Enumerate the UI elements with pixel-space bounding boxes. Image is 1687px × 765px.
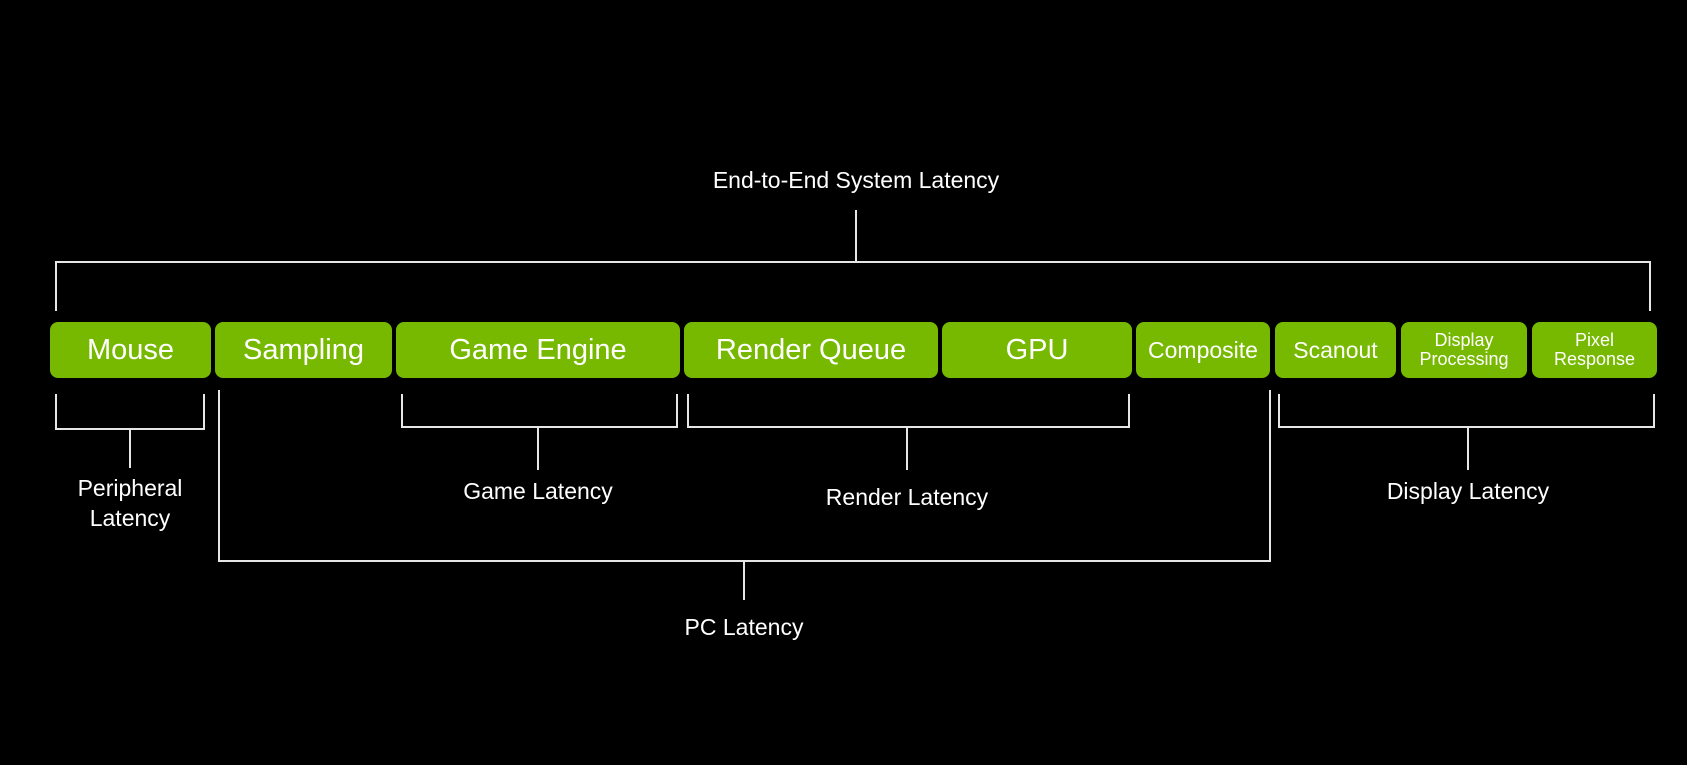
stage-scanout: Scanout	[1275, 322, 1396, 378]
peripheral-bracket-right-tick	[203, 394, 205, 430]
game-bracket-left-tick	[401, 394, 403, 428]
stage-display-processing: Display Processing	[1401, 322, 1527, 378]
end-to-end-bracket-left-tick	[55, 261, 57, 311]
peripheral-latency-label-line2: Latency	[89, 505, 171, 531]
pc-bracket-left-tick	[218, 390, 220, 562]
pc-bracket-stem	[743, 560, 745, 600]
stage-game-engine: Game Engine	[396, 322, 680, 378]
stage-render-queue-label: Render Queue	[715, 333, 907, 366]
render-bracket-right-tick	[1128, 394, 1130, 428]
stage-scanout-label: Scanout	[1293, 336, 1378, 363]
stage-pixel-response-label-line1: Pixel	[1574, 330, 1614, 350]
peripheral-latency-label: Peripheral Latency	[30, 473, 230, 533]
stage-display-processing-label-line1: Display	[1434, 330, 1494, 350]
render-bracket-bar	[687, 426, 1130, 428]
pc-latency-label: PC Latency	[684, 614, 804, 640]
display-bracket-stem	[1467, 426, 1469, 470]
stage-gpu: GPU	[942, 322, 1132, 378]
render-latency-label: Render Latency	[825, 484, 989, 510]
display-latency-label: Display Latency	[1386, 478, 1550, 504]
stage-composite: Composite	[1136, 322, 1270, 378]
stage-render-queue: Render Queue	[684, 322, 938, 378]
display-bracket-left-tick	[1278, 394, 1280, 428]
pc-bracket-right-tick	[1269, 390, 1271, 562]
stage-pixel-response-label-line2: Response	[1553, 349, 1636, 369]
stage-game-engine-label: Game Engine	[449, 333, 627, 366]
end-to-end-bracket-stem	[855, 210, 857, 262]
stage-pixel-response: Pixel Response	[1532, 322, 1657, 378]
peripheral-bracket-left-tick	[55, 394, 57, 430]
end-to-end-bracket-bar	[55, 261, 1651, 263]
stage-display-processing-label-line2: Processing	[1419, 349, 1509, 369]
display-bracket-right-tick	[1653, 394, 1655, 428]
game-bracket-right-tick	[676, 394, 678, 428]
stage-gpu-label: GPU	[1005, 333, 1069, 366]
end-to-end-bracket-right-tick	[1649, 261, 1651, 311]
stage-sampling-label: Sampling	[243, 333, 364, 366]
end-to-end-latency-label: End-to-End System Latency	[712, 167, 1000, 193]
peripheral-bracket-stem	[129, 428, 131, 468]
stage-sampling: Sampling	[215, 322, 392, 378]
render-bracket-stem	[906, 426, 908, 470]
peripheral-latency-label-line1: Peripheral	[77, 475, 183, 501]
game-bracket-bar	[401, 426, 678, 428]
display-bracket-bar	[1278, 426, 1655, 428]
render-bracket-left-tick	[687, 394, 689, 428]
game-latency-label: Game Latency	[463, 478, 613, 504]
stage-mouse-label: Mouse	[86, 333, 175, 366]
stage-mouse: Mouse	[50, 322, 211, 378]
game-bracket-stem	[537, 426, 539, 470]
stage-composite-label: Composite	[1148, 336, 1258, 363]
